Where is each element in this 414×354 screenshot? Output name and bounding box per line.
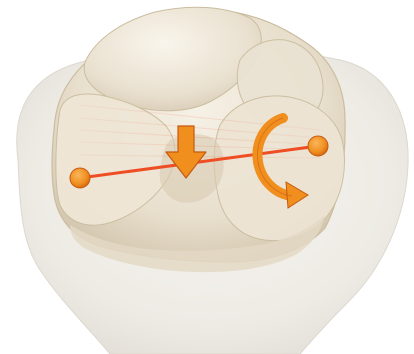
lateral-marker [70, 168, 90, 188]
medial-marker [308, 136, 328, 156]
